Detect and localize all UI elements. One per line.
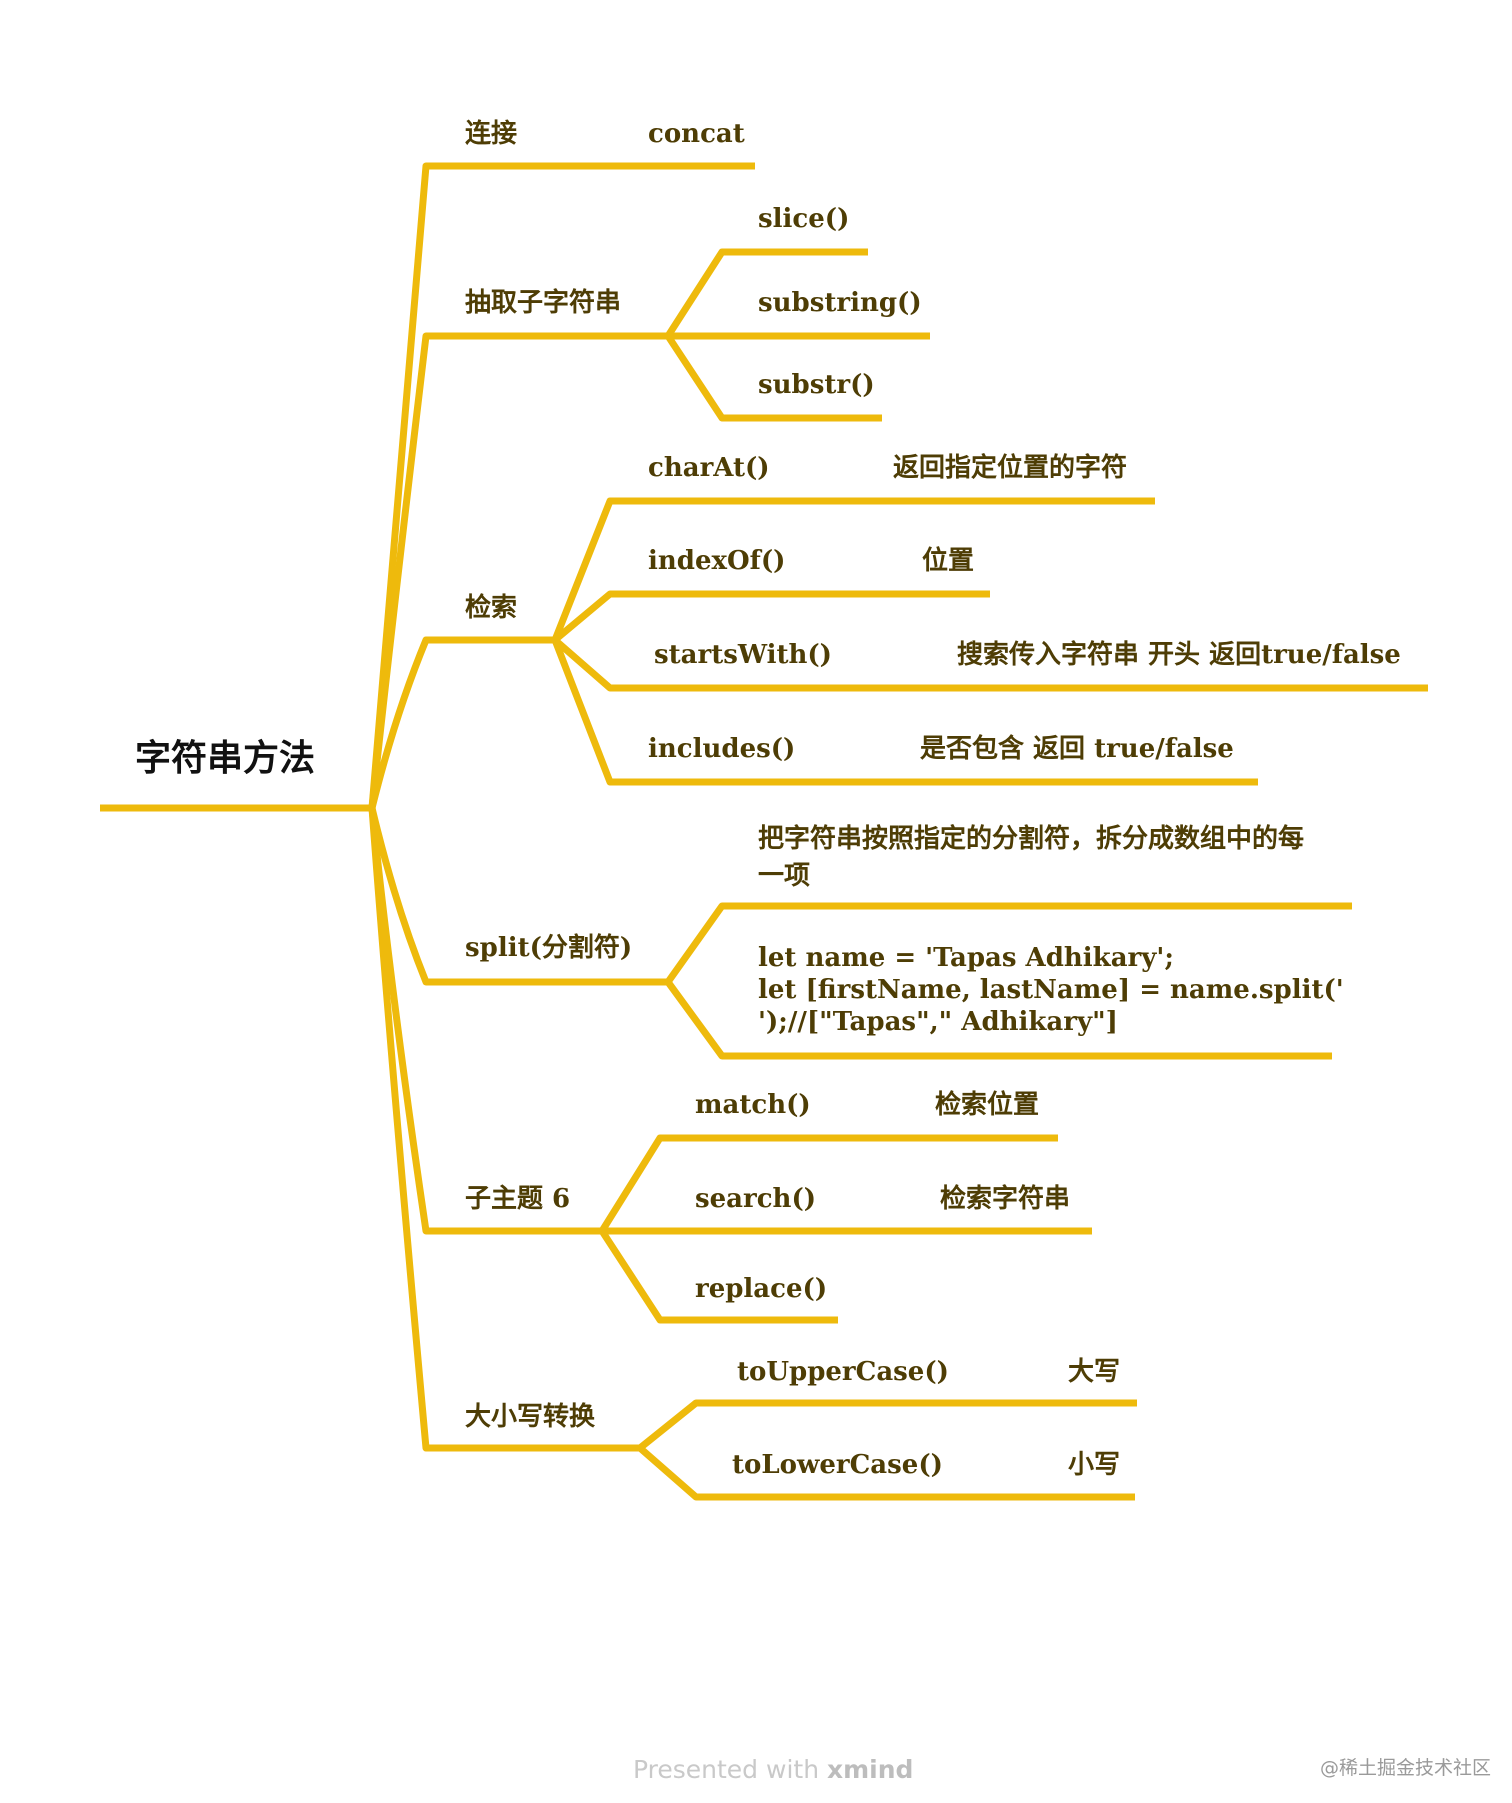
- sub-match: [599, 1134, 1058, 1233]
- leaf-match[interactable]: match(): [695, 1090, 811, 1120]
- sub-split-desc: [665, 902, 1352, 985]
- leaf-upper-note: 大写: [1068, 1357, 1120, 1387]
- leaf-indexof-note: 位置: [922, 545, 974, 576]
- sub-lower: [637, 1445, 1135, 1501]
- branch-concat: [368, 162, 755, 809]
- branch-subtopic6: [368, 807, 602, 1235]
- sub-split-code: [665, 979, 1332, 1060]
- sub-replace: [599, 1229, 838, 1324]
- sub-charat: [551, 497, 1155, 642]
- footer-presented: Presented with: [633, 1755, 827, 1784]
- watermark: @稀土掘金技术社区: [1320, 1757, 1491, 1779]
- leaf-lower[interactable]: toLowerCase(): [732, 1450, 943, 1480]
- root-label: 字符串方法: [135, 738, 315, 779]
- leaf-split-desc-line1[interactable]: 把字符串按照指定的分割符，拆分成数组中的每: [758, 823, 1304, 854]
- leaf-split-code-line3: ');//["Tapas"," Adhikary"]: [758, 1007, 1118, 1037]
- leaf-search[interactable]: search(): [695, 1184, 816, 1214]
- leaf-indexof[interactable]: indexOf(): [648, 546, 785, 576]
- leaf-charat-note: 返回指定位置的字符: [893, 452, 1127, 483]
- leaf-split-desc-line2: 一项: [758, 861, 810, 891]
- leaf-search-note: 检索字符串: [940, 1183, 1070, 1214]
- root-topic[interactable]: 字符串方法: [100, 738, 372, 812]
- leaf-substr[interactable]: substr(): [758, 370, 875, 400]
- sub-includes: [551, 638, 1258, 786]
- sub-indexof: [552, 590, 990, 643]
- sub-slice: [665, 248, 868, 338]
- branch-case: [368, 807, 640, 1452]
- sub-startswith: [552, 637, 1428, 692]
- leaf-includes-note: 是否包含 返回 true/false: [920, 733, 1234, 764]
- topic-search-label[interactable]: 检索: [465, 592, 517, 623]
- leaf-startswith[interactable]: startsWith(): [654, 640, 832, 670]
- leaf-split-code-line1[interactable]: let name = 'Tapas Adhikary';: [758, 943, 1174, 973]
- topic-subtopic6-label[interactable]: 子主题 6: [465, 1184, 570, 1214]
- topic-split-label[interactable]: split(分割符): [465, 932, 632, 963]
- branch-search: [368, 636, 555, 809]
- sub-upper: [637, 1399, 1137, 1451]
- leaf-slice[interactable]: slice(): [758, 204, 849, 234]
- topic-extract-label[interactable]: 抽取子字符串: [465, 287, 621, 318]
- leaf-lower-note: 小写: [1068, 1450, 1120, 1480]
- leaf-startswith-note: 搜索传入字符串 开头 返回true/false: [957, 639, 1401, 670]
- leaf-replace[interactable]: replace(): [695, 1274, 827, 1304]
- sub-substr: [665, 334, 882, 422]
- leaf-match-note: 检索位置: [935, 1089, 1039, 1120]
- branch-extract: [368, 332, 668, 809]
- leaf-includes[interactable]: includes(): [648, 734, 795, 764]
- leaf-upper[interactable]: toUpperCase(): [737, 1357, 949, 1387]
- leaf-concat[interactable]: concat: [648, 119, 745, 149]
- leaf-charat[interactable]: charAt(): [648, 453, 770, 483]
- topic-case-label[interactable]: 大小写转换: [465, 1402, 596, 1432]
- footer-brand: xmind: [827, 1755, 913, 1784]
- footer-credit: Presented with xmind: [633, 1755, 913, 1784]
- topic-concat-label[interactable]: 连接: [465, 119, 517, 149]
- leaf-substring[interactable]: substring(): [758, 288, 922, 318]
- leaf-split-code-line2: let [firstName, lastName] = name.split(': [758, 975, 1344, 1005]
